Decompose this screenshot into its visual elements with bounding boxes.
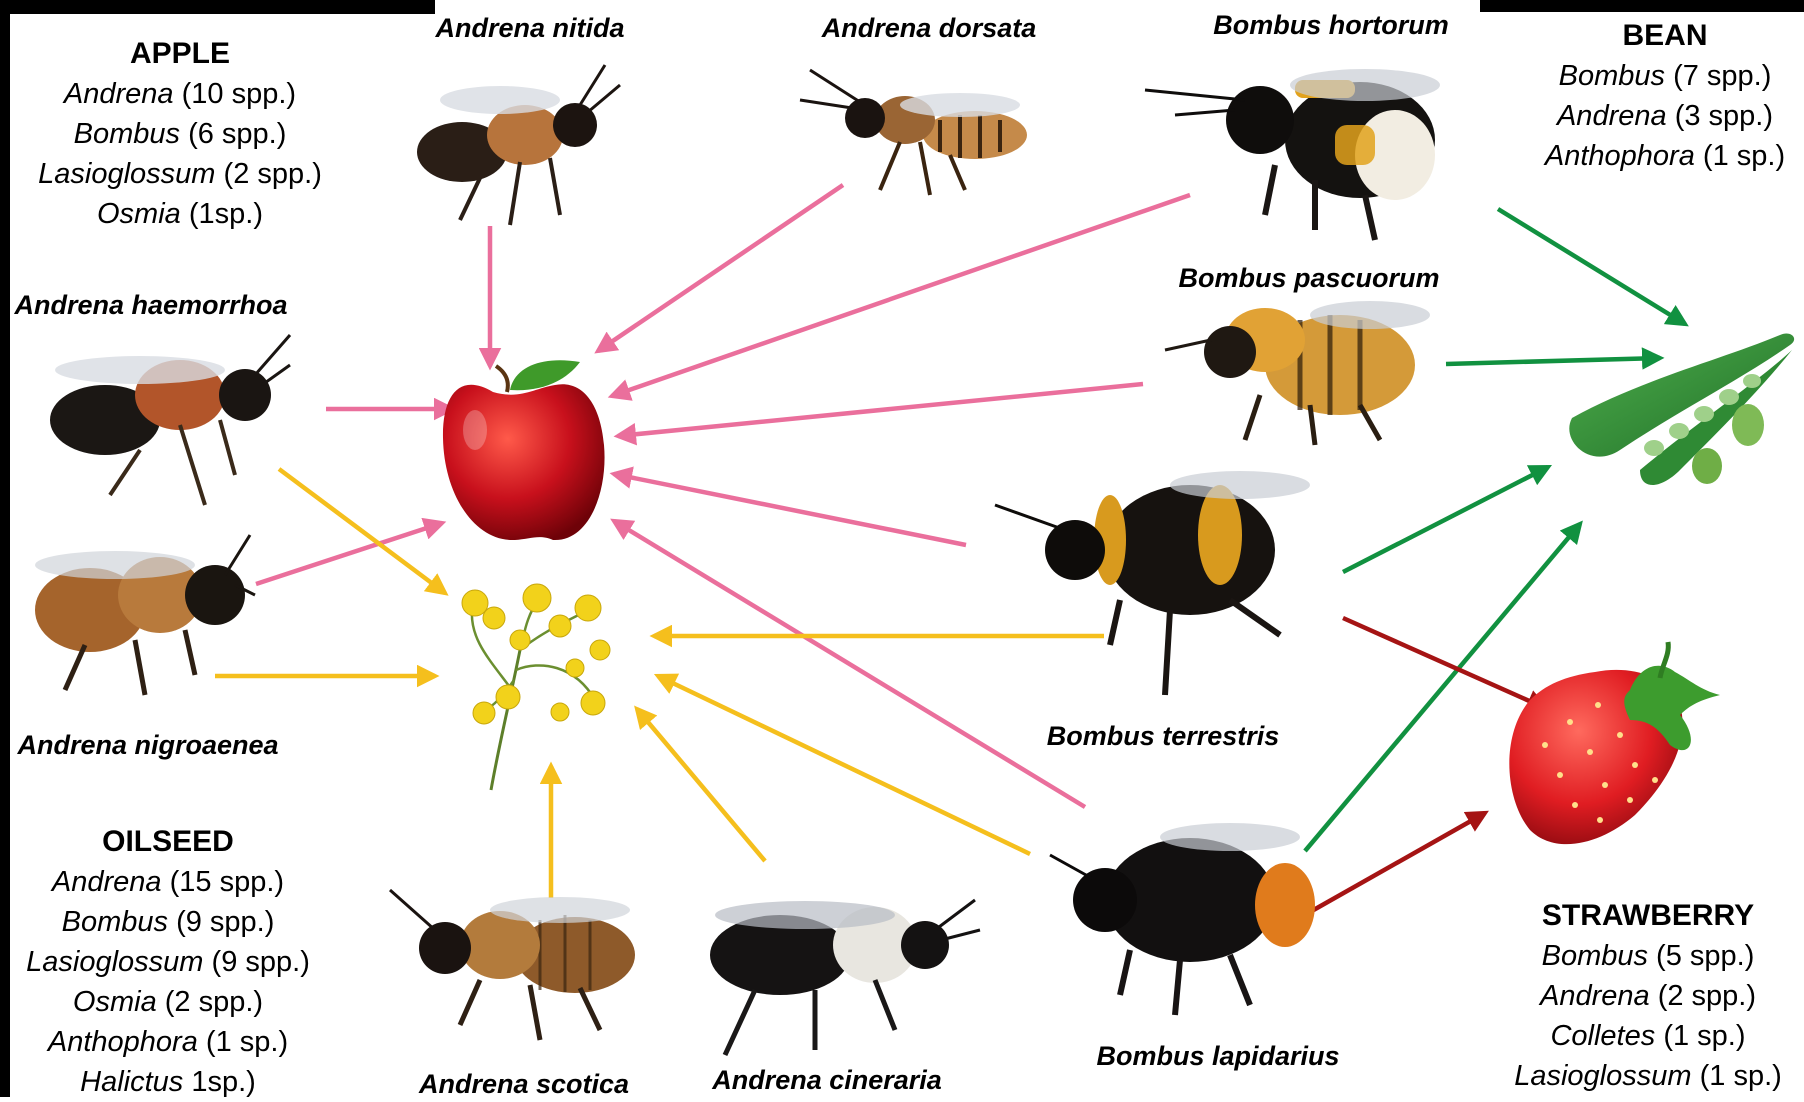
arrows-to-oilseed xyxy=(215,469,1104,898)
crop-row: Lasioglossum (9 spp.) xyxy=(26,942,310,982)
crop-row: Bombus (9 spp.) xyxy=(26,902,310,942)
bee-bombus-terrestris-image xyxy=(995,471,1310,695)
label-bombus-terrestris: Bombus terrestris xyxy=(1047,723,1280,750)
bee-andrena-nitida-image xyxy=(417,65,620,225)
crop-row: Lasioglossum (1 sp.) xyxy=(1514,1056,1782,1096)
crop-title-strawberry: STRAWBERRY xyxy=(1514,896,1782,936)
crop-row: Bombus (7 spp.) xyxy=(1545,56,1785,96)
crop-summary-strawberry: STRAWBERRY Bombus (5 spp.) Andrena (2 sp… xyxy=(1514,896,1782,1096)
label-andrena-nigroaenea: Andrena nigroaenea xyxy=(17,732,278,759)
label-bombus-lapidarius: Bombus lapidarius xyxy=(1096,1043,1339,1070)
label-andrena-dorsata: Andrena dorsata xyxy=(822,15,1037,42)
crop-row: Osmia (2 spp.) xyxy=(26,982,310,1022)
arrow-hortorum-apple xyxy=(612,195,1190,396)
bee-andrena-haemorrhoa-image xyxy=(50,335,290,505)
bee-bombus-lapidarius-image xyxy=(1050,823,1315,1015)
label-bombus-hortorum: Bombus hortorum xyxy=(1213,12,1449,39)
crop-row: Lasioglossum (2 spp.) xyxy=(38,154,322,194)
crop-row: Andrena (10 spp.) xyxy=(38,74,322,114)
apple-image xyxy=(443,360,605,540)
crop-row: Anthophora (1 sp.) xyxy=(1545,136,1785,176)
label-bombus-pascuorum: Bombus pascuorum xyxy=(1178,265,1439,292)
bee-andrena-nigroaenea-image xyxy=(35,535,255,695)
crop-summary-bean: BEAN Bombus (7 spp.) Andrena (3 spp.) An… xyxy=(1545,16,1785,176)
arrow-pascuorum-bean xyxy=(1446,358,1660,364)
arrow-hortorum-bean xyxy=(1498,209,1685,324)
crop-summary-apple: APPLE Andrena (10 spp.) Bombus (6 spp.) … xyxy=(38,34,322,234)
bee-bombus-hortorum-image xyxy=(1145,69,1440,240)
label-andrena-haemorrhoa: Andrena haemorrhoa xyxy=(14,292,287,319)
bee-andrena-scotica-image xyxy=(390,890,635,1040)
bean-pod-image xyxy=(1569,333,1794,485)
arrow-terrestris-bean xyxy=(1343,467,1548,572)
label-andrena-nitida: Andrena nitida xyxy=(435,15,624,42)
crop-row: Bombus (5 spp.) xyxy=(1514,936,1782,976)
crop-row: Andrena (3 spp.) xyxy=(1545,96,1785,136)
crop-title-bean: BEAN xyxy=(1545,16,1785,56)
bee-andrena-dorsata-image xyxy=(800,70,1027,195)
crop-title-oilseed: OILSEED xyxy=(26,822,310,862)
arrow-lapidarius-oilseed xyxy=(658,676,1030,854)
crop-row: Andrena (15 spp.) xyxy=(26,862,310,902)
bee-andrena-cineraria-image xyxy=(710,900,980,1055)
crop-row: Bombus (6 spp.) xyxy=(38,114,322,154)
crop-summary-oilseed: OILSEED Andrena (15 spp.) Bombus (9 spp.… xyxy=(26,822,310,1102)
arrow-lapidarius-strawberry xyxy=(1310,813,1485,912)
arrow-cineraria-oilseed xyxy=(637,709,765,861)
arrow-terrestris-strawberry xyxy=(1343,618,1545,708)
label-andrena-scotica: Andrena scotica xyxy=(419,1071,629,1098)
crop-row: Andrena (2 spp.) xyxy=(1514,976,1782,1016)
bee-bombus-pascuorum-image xyxy=(1165,301,1430,445)
label-andrena-cineraria: Andrena cineraria xyxy=(712,1067,942,1094)
arrow-terrestris-apple xyxy=(614,474,966,545)
crop-row: Colletes (1 sp.) xyxy=(1514,1016,1782,1056)
crop-row: Halictus 1sp.) xyxy=(26,1062,310,1102)
oilseed-flower-image xyxy=(462,584,610,790)
crop-row: Anthophora (1 sp.) xyxy=(26,1022,310,1062)
strawberry-image xyxy=(1509,642,1720,844)
crop-row: Osmia (1sp.) xyxy=(38,194,322,234)
arrow-pascuorum-apple xyxy=(618,384,1143,436)
arrows-to-apple xyxy=(256,185,1190,807)
arrow-nigroaenea-apple xyxy=(256,523,442,584)
crop-title-apple: APPLE xyxy=(38,34,322,74)
